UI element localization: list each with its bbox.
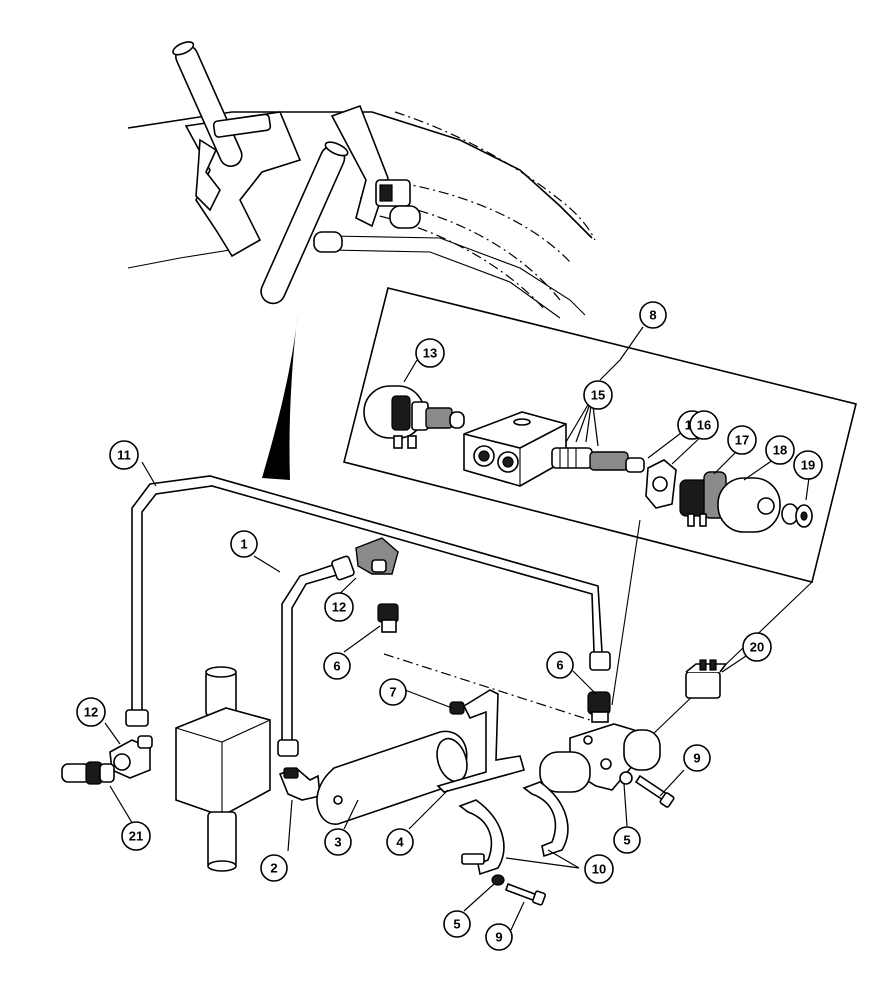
valve-assembly-frame	[343, 287, 857, 736]
callout-11: 11	[109, 440, 139, 470]
callout-4: 4	[386, 828, 414, 856]
tube-1-icon	[277, 555, 355, 757]
callout-5-right: 5	[613, 826, 641, 854]
svg-text:20: 20	[750, 640, 764, 655]
callout-10: 10	[584, 854, 614, 884]
svg-text:4: 4	[396, 835, 404, 850]
svg-text:18: 18	[773, 443, 787, 458]
svg-text:12: 12	[332, 600, 346, 615]
callout-3: 3	[324, 828, 352, 856]
svg-text:19: 19	[801, 458, 815, 473]
frame-valve-icon	[313, 179, 421, 253]
washer-16-icon	[645, 459, 677, 509]
svg-text:2: 2	[270, 861, 277, 876]
bolt-9-right-icon	[634, 774, 675, 808]
direction-arrow-icon	[262, 312, 298, 480]
svg-text:5: 5	[623, 833, 630, 848]
callout-19: 19	[793, 450, 823, 480]
svg-text:1: 1	[240, 537, 247, 552]
elbow-2-icon	[278, 767, 321, 801]
svg-text:3: 3	[334, 835, 341, 850]
mounting-block-icon	[175, 666, 271, 872]
callout-9-right: 9	[683, 744, 711, 772]
adapter-6-lower-icon	[587, 691, 611, 723]
callout-8: 8	[639, 301, 667, 329]
callout-13: 13	[415, 338, 445, 368]
nut-19-icon	[781, 503, 813, 528]
fitting-21-icon	[61, 761, 115, 785]
callout-1: 1	[230, 530, 258, 558]
svg-text:15: 15	[591, 388, 605, 403]
callout-12-lower: 12	[76, 697, 106, 727]
callout-7: 7	[379, 678, 407, 706]
callout-9-lower: 9	[485, 923, 513, 951]
fitting-12-lower-icon	[109, 735, 153, 779]
callout-16: 16	[689, 410, 719, 440]
adapter-6-upper-icon	[377, 603, 399, 633]
bolt-9-lower-icon	[504, 882, 546, 906]
callout-5-lower: 5	[443, 910, 471, 938]
svg-text:6: 6	[333, 659, 340, 674]
callout-20: 20	[742, 632, 772, 662]
callout-6-lower: 6	[546, 651, 574, 679]
callout-2: 2	[260, 854, 288, 882]
svg-text:11: 11	[117, 448, 131, 463]
svg-text:7: 7	[389, 685, 396, 700]
washer-5-lower-icon	[491, 874, 505, 886]
solenoid-18-icon	[679, 471, 781, 533]
svg-text:13: 13	[423, 346, 437, 361]
svg-text:6: 6	[556, 658, 563, 673]
svg-text:5: 5	[453, 917, 460, 932]
svg-text:21: 21	[129, 829, 143, 844]
callout-6-upper: 6	[323, 652, 351, 680]
accumulator-3-icon	[316, 730, 468, 825]
svg-text:16: 16	[697, 418, 711, 433]
tube-11-icon	[125, 475, 611, 727]
plug-7-icon	[449, 701, 465, 715]
clamp-10-icon	[458, 781, 569, 876]
valve-spool-icon	[551, 447, 645, 473]
callout-15: 15	[583, 380, 613, 410]
svg-text:9: 9	[495, 930, 502, 945]
machine-frame	[127, 41, 596, 319]
solenoid-13-icon	[363, 385, 465, 449]
callout-18: 18	[765, 435, 795, 465]
valve-block-icon	[463, 411, 567, 487]
svg-text:10: 10	[592, 862, 606, 877]
svg-text:9: 9	[693, 751, 700, 766]
svg-text:12: 12	[84, 705, 98, 720]
washer-5-right-icon	[619, 771, 633, 785]
svg-text:8: 8	[649, 308, 656, 323]
callout-21: 21	[121, 821, 151, 851]
switch-20-icon	[685, 659, 728, 699]
callout-17: 17	[727, 425, 757, 455]
valve-body-icon	[539, 723, 661, 793]
callout-12-upper: 12	[324, 592, 354, 622]
bracket-4-icon	[436, 689, 525, 793]
svg-text:17: 17	[735, 433, 749, 448]
fitting-12-upper-icon	[355, 537, 399, 575]
